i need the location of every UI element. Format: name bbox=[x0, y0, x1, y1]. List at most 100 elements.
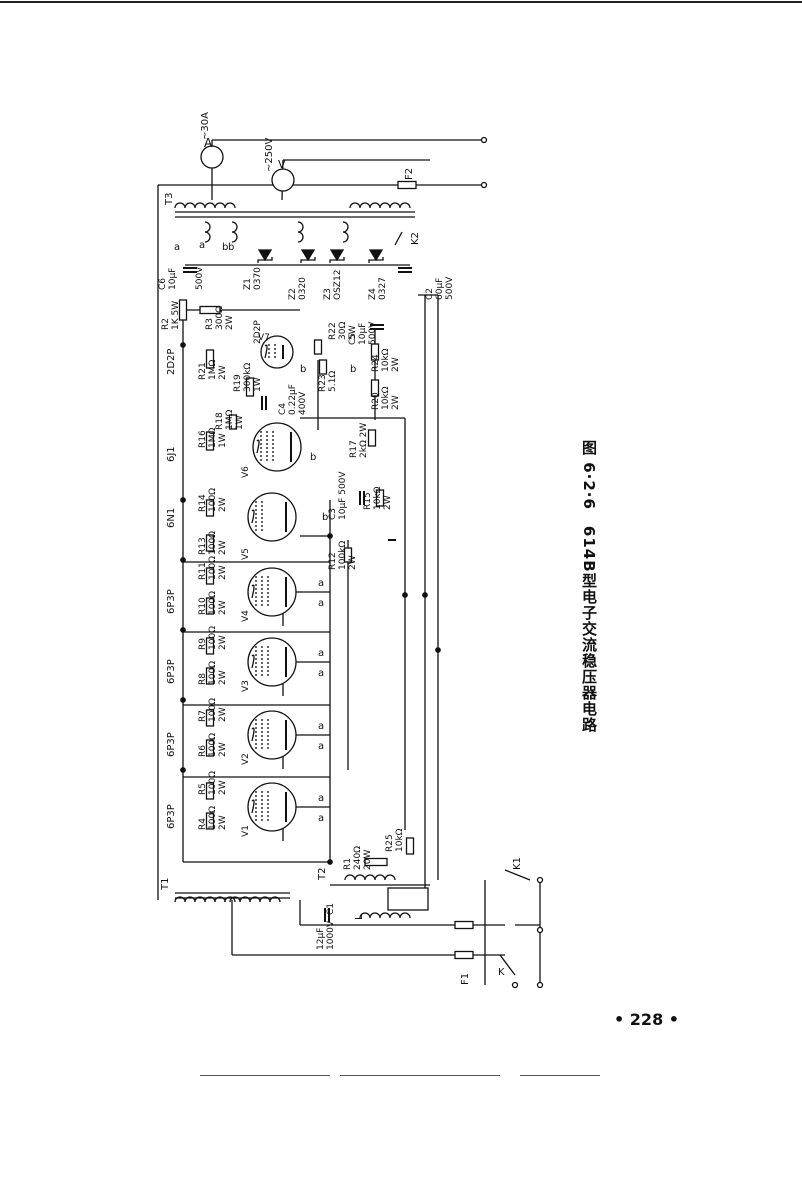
svg-text:100Ω: 100Ω bbox=[208, 771, 218, 795]
zener-z4 bbox=[368, 249, 384, 262]
svg-text:Z4: Z4 bbox=[368, 288, 378, 300]
tube-v6 bbox=[252, 422, 302, 472]
tube-v3-id: V3 bbox=[241, 680, 251, 692]
svg-text:C4: C4 bbox=[278, 403, 288, 415]
svg-text:K1: K1 bbox=[512, 857, 523, 870]
terminal-a-label: a bbox=[318, 598, 324, 609]
resistor-r9 bbox=[205, 637, 215, 655]
svg-text:1W: 1W bbox=[218, 433, 228, 448]
svg-text:0.22μF: 0.22μF bbox=[288, 384, 298, 415]
svg-text:2W: 2W bbox=[383, 495, 393, 510]
tube-v2-type: 6P3P bbox=[166, 732, 177, 757]
resistor-r19 bbox=[245, 377, 255, 397]
svg-text:6P3P: 6P3P bbox=[166, 804, 177, 829]
ammeter-range: ~30A bbox=[200, 112, 211, 140]
svg-text:R3: R3 bbox=[205, 318, 215, 330]
transformer-t2-winding bbox=[344, 874, 396, 881]
terminal-b-label: b bbox=[222, 242, 228, 253]
svg-text:R16: R16 bbox=[198, 430, 208, 448]
terminal-b-label: b bbox=[310, 452, 316, 463]
inductor-core bbox=[387, 887, 429, 911]
svg-text:2W: 2W bbox=[218, 540, 228, 555]
svg-text:100Ω: 100Ω bbox=[208, 556, 218, 580]
junction-dot bbox=[435, 647, 441, 653]
resistor-r22 bbox=[313, 339, 323, 355]
svg-text:R12: R12 bbox=[328, 552, 338, 570]
tube-v7-label: 2D2P bbox=[253, 320, 263, 344]
tube-cathode bbox=[251, 654, 255, 669]
svg-text:10μF: 10μF bbox=[358, 323, 368, 345]
svg-text:6J1: 6J1 bbox=[166, 446, 177, 462]
svg-text:0320: 0320 bbox=[298, 277, 308, 300]
switch-k1-label: K1 bbox=[512, 857, 523, 870]
ammeter bbox=[200, 145, 224, 169]
figure-caption: 图 6·2·6 614B型电子交流稳压器电路 bbox=[580, 440, 598, 733]
voltmeter-label: V bbox=[278, 158, 286, 171]
terminal bbox=[480, 136, 488, 144]
bottom-rule bbox=[200, 1075, 330, 1076]
junction-dot bbox=[180, 557, 186, 563]
transformer-t1-winding bbox=[229, 896, 281, 903]
svg-text:T3: T3 bbox=[164, 193, 175, 206]
tube-v6-type: 6J1 bbox=[166, 446, 177, 462]
svg-text:1K 5W: 1K 5W bbox=[171, 301, 181, 330]
svg-text:C2: C2 bbox=[425, 288, 435, 300]
resistor-r15 bbox=[375, 489, 385, 507]
svg-text:2W: 2W bbox=[218, 707, 228, 722]
svg-text:300Ω: 300Ω bbox=[215, 306, 225, 330]
resistor-r18 bbox=[228, 414, 238, 430]
fuse-f1-label: F1 bbox=[460, 973, 471, 985]
tube-v7-type: 2D2P bbox=[166, 349, 177, 375]
svg-text:R17: R17 bbox=[349, 440, 359, 458]
tube-cathode bbox=[251, 727, 255, 742]
resistor-r21 bbox=[205, 349, 215, 369]
svg-text:1MΩ: 1MΩ bbox=[208, 360, 218, 380]
svg-text:Z1: Z1 bbox=[243, 278, 253, 290]
svg-text:R18: R18 bbox=[215, 412, 225, 430]
terminal bbox=[536, 926, 544, 934]
junction-dot bbox=[180, 767, 186, 773]
svg-text:R8: R8 bbox=[198, 673, 208, 685]
svg-text:2W: 2W bbox=[218, 635, 228, 650]
svg-text:2W: 2W bbox=[348, 555, 358, 570]
svg-text:10μF: 10μF bbox=[168, 268, 178, 290]
junction-dot bbox=[327, 859, 333, 865]
svg-text:V6: V6 bbox=[241, 466, 251, 478]
t3-secondary bbox=[231, 221, 238, 243]
top-rule bbox=[0, 1, 802, 3]
svg-text:2W: 2W bbox=[218, 497, 228, 512]
svg-text:500V: 500V bbox=[445, 276, 455, 300]
svg-text:6P3P: 6P3P bbox=[166, 659, 177, 684]
svg-text:R6: R6 bbox=[198, 745, 208, 757]
terminal-a-label: a bbox=[318, 721, 324, 732]
svg-text:K2: K2 bbox=[410, 232, 421, 245]
tube-v1-id: V1 bbox=[241, 825, 251, 837]
capacitor-c1-label: C1 bbox=[326, 903, 336, 915]
zener-z1 bbox=[257, 249, 273, 262]
svg-text:6P3P: 6P3P bbox=[166, 589, 177, 614]
terminal-a-label: a bbox=[318, 648, 324, 659]
fuse-f2 bbox=[397, 180, 417, 190]
terminal-b-label: b bbox=[322, 512, 328, 523]
svg-text:6N1: 6N1 bbox=[166, 508, 177, 528]
svg-text:F2: F2 bbox=[404, 168, 415, 180]
svg-text:R23: R23 bbox=[318, 374, 328, 392]
t3-secondary bbox=[342, 221, 349, 243]
svg-text:2W: 2W bbox=[391, 395, 401, 410]
svg-text:1MΩ: 1MΩ bbox=[225, 410, 235, 430]
svg-text:5.1Ω: 5.1Ω bbox=[328, 371, 338, 392]
svg-text:100Ω: 100Ω bbox=[208, 806, 218, 830]
voltmeter-range: ~250V bbox=[264, 138, 275, 172]
